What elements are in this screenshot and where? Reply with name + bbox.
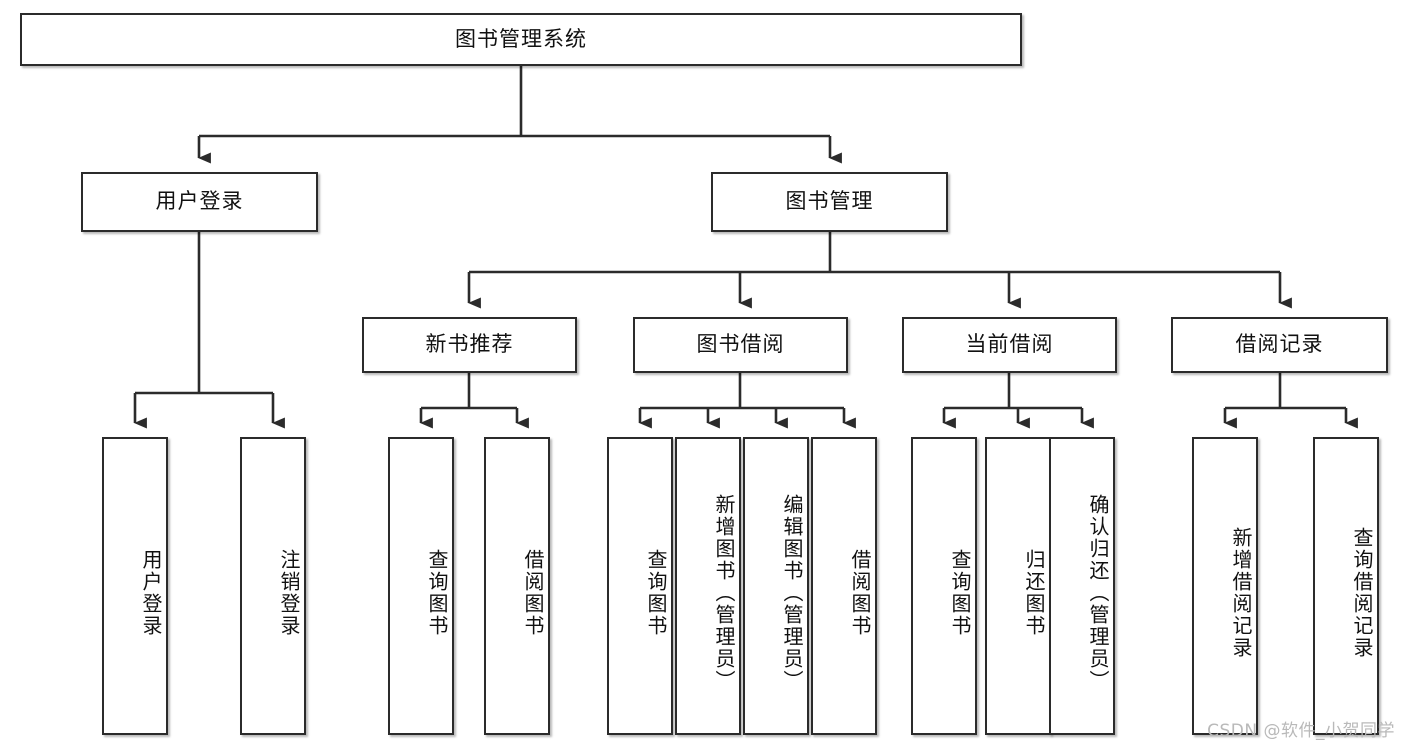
node-root: 图书管理系统 (20, 13, 1022, 66)
leaf-add-borrow-rec: 新增借阅记录 (1192, 437, 1258, 735)
leaf-confirm-return-label: 确认归还（管理员） (1086, 494, 1110, 692)
leaf-return-book-label: 归还图书 (1022, 549, 1046, 637)
leaf-confirm-return: 确认归还（管理员） (1049, 437, 1115, 735)
node-user-login-label: 用户登录 (155, 189, 244, 214)
leaf-logout-login: 注销登录 (240, 437, 306, 735)
node-book-management-label: 图书管理 (785, 189, 874, 214)
node-user-login: 用户登录 (81, 172, 318, 232)
leaf-query-book-br-label: 查询图书 (644, 549, 668, 637)
node-current-borrow-label: 当前借阅 (965, 332, 1054, 357)
leaf-edit-book-admin: 编辑图书（管理员） (743, 437, 809, 735)
node-book-borrow: 图书借阅 (633, 317, 848, 373)
node-current-borrow: 当前借阅 (902, 317, 1117, 373)
leaf-query-book-br: 查询图书 (607, 437, 673, 735)
node-new-book-recommend-label: 新书推荐 (425, 332, 514, 357)
leaf-query-book-cb-label: 查询图书 (948, 549, 972, 637)
leaf-borrow-book-br: 借阅图书 (811, 437, 877, 735)
leaf-add-book-admin: 新增图书（管理员） (675, 437, 741, 735)
watermark: CSDN @软件_小贺同学 (1207, 721, 1395, 741)
leaf-add-borrow-rec-label: 新增借阅记录 (1229, 527, 1253, 659)
node-book-borrow-label: 图书借阅 (696, 332, 785, 357)
leaf-logout-login-label: 注销登录 (277, 549, 301, 637)
node-borrow-record: 借阅记录 (1171, 317, 1388, 373)
node-borrow-record-label: 借阅记录 (1235, 332, 1324, 357)
leaf-add-book-admin-label: 新增图书（管理员） (712, 494, 736, 692)
leaf-borrow-book-br-label: 借阅图书 (848, 549, 872, 637)
leaf-query-book-cb: 查询图书 (911, 437, 977, 735)
leaf-query-borrow-rec-label: 查询借阅记录 (1350, 527, 1374, 659)
leaf-query-book-rec: 查询图书 (388, 437, 454, 735)
leaf-query-borrow-rec: 查询借阅记录 (1313, 437, 1379, 735)
leaf-query-book-rec-label: 查询图书 (425, 549, 449, 637)
leaf-user-login: 用户登录 (102, 437, 168, 735)
node-root-label: 图书管理系统 (455, 26, 587, 51)
leaf-user-login-label: 用户登录 (139, 549, 163, 637)
leaf-borrow-book-rec: 借阅图书 (484, 437, 550, 735)
node-book-management: 图书管理 (711, 172, 948, 232)
leaf-edit-book-admin-label: 编辑图书（管理员） (780, 494, 804, 692)
leaf-borrow-book-rec-label: 借阅图书 (521, 549, 545, 637)
node-new-book-recommend: 新书推荐 (362, 317, 577, 373)
leaf-return-book: 归还图书 (985, 437, 1051, 735)
